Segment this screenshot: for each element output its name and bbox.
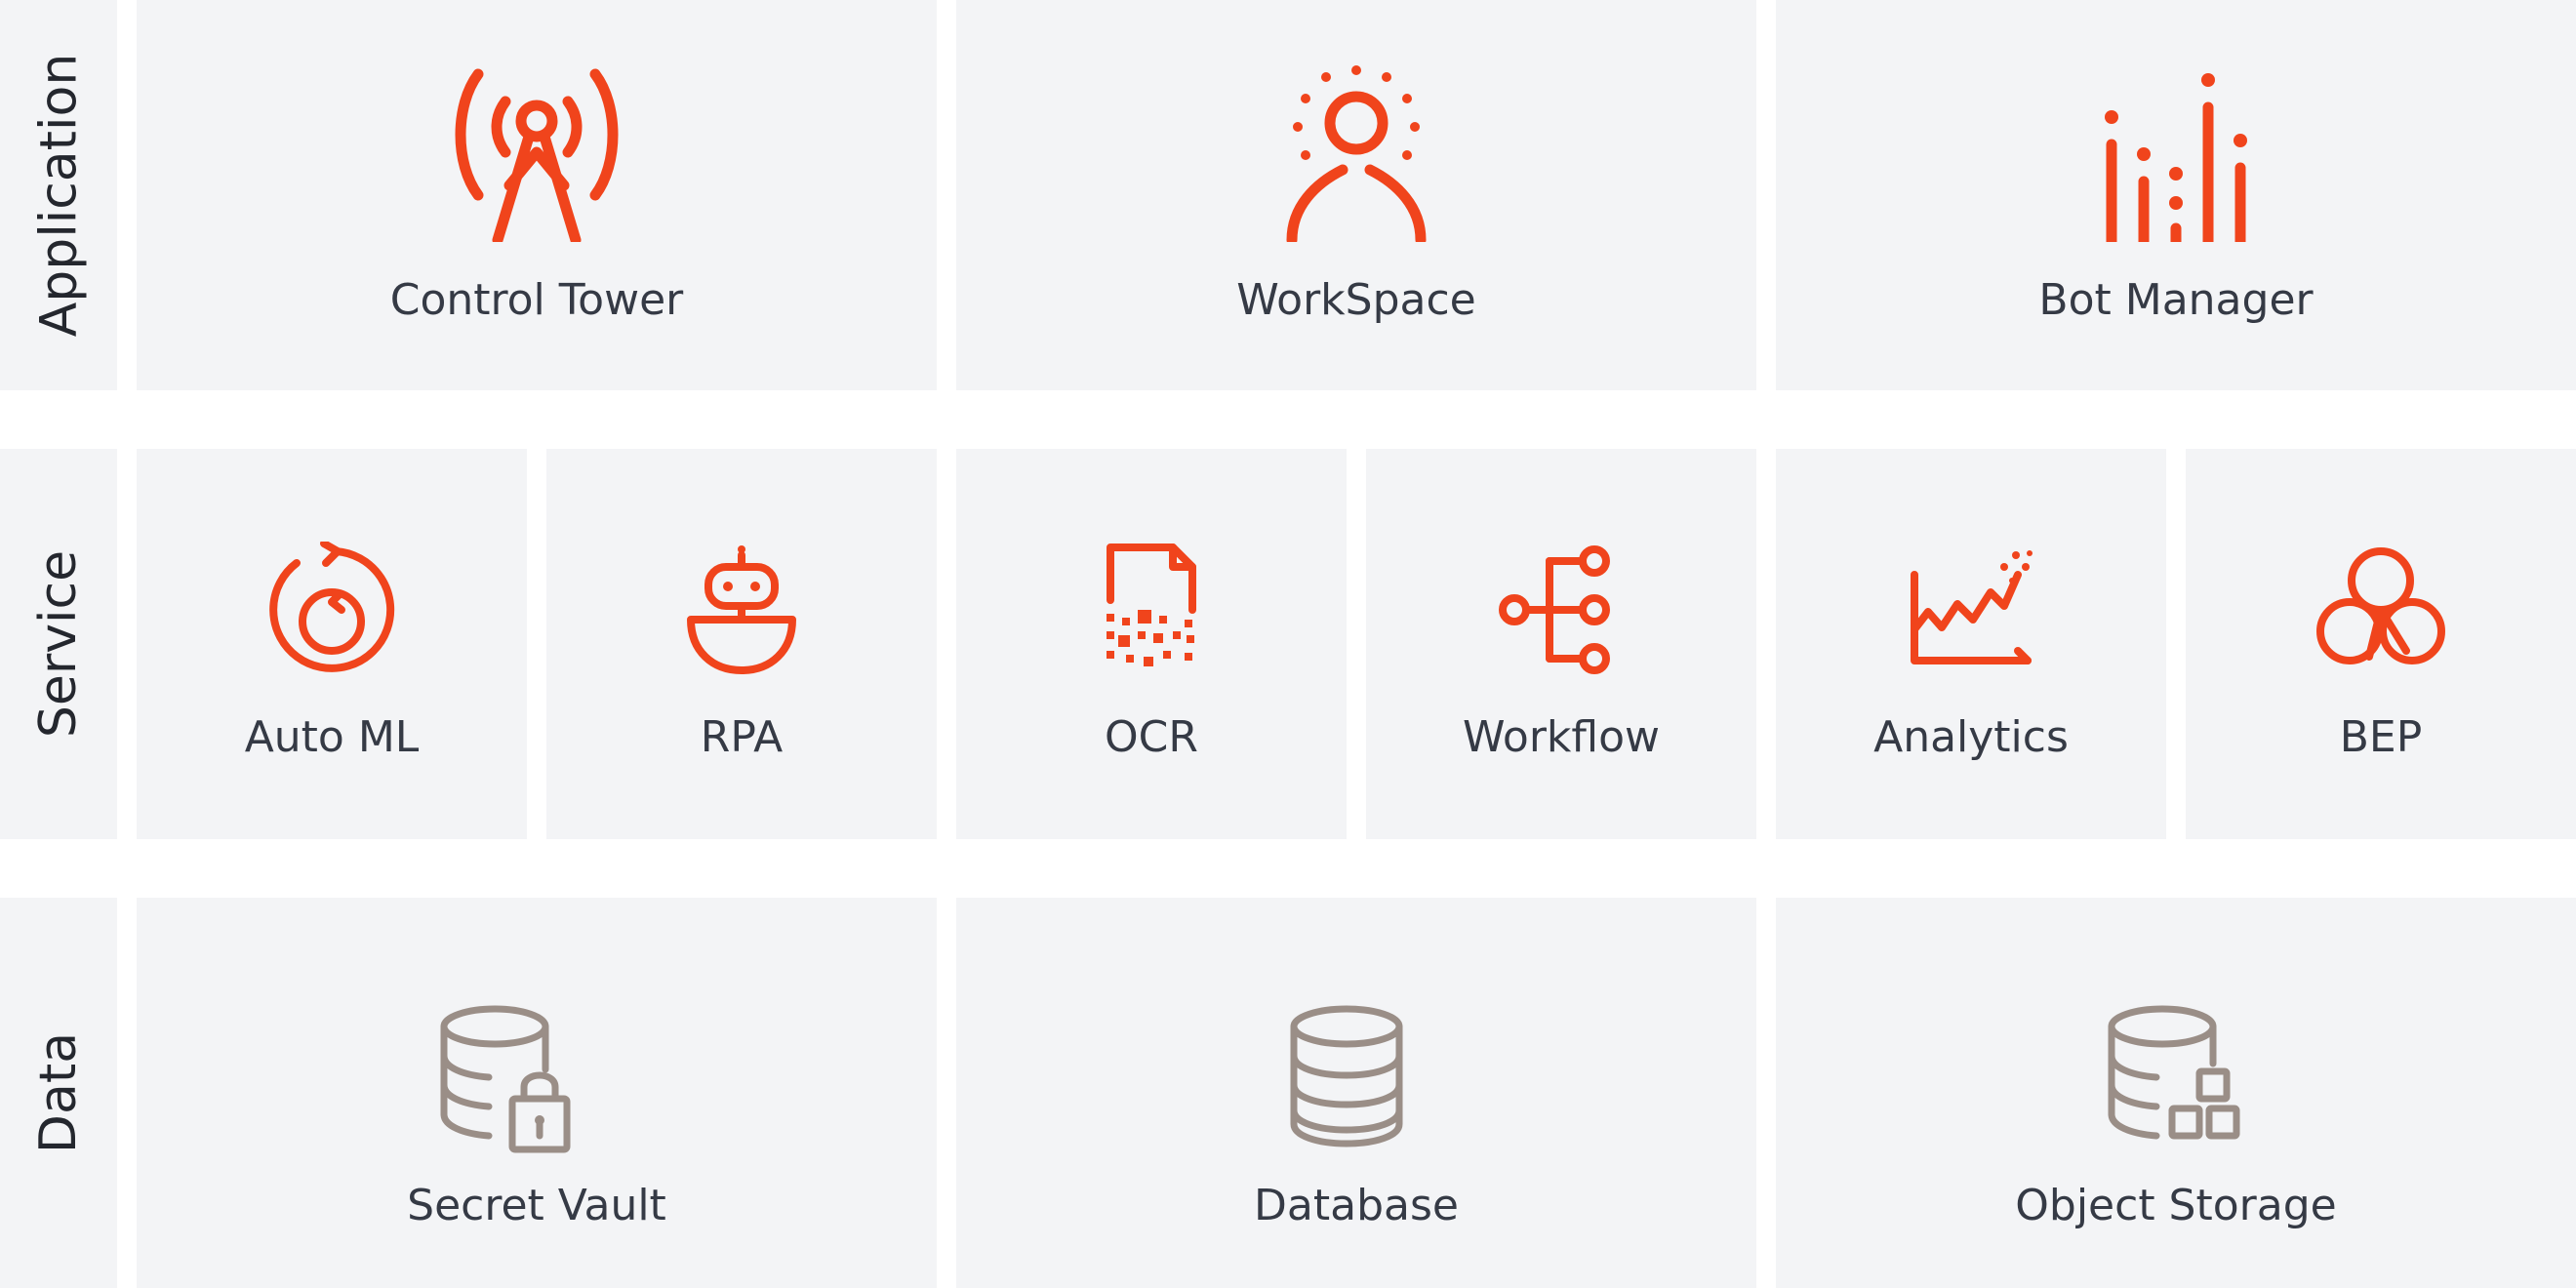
tile-label: BEP [2339,712,2423,762]
tile-label: Object Storage [2015,1181,2337,1230]
tile-label: Database [1254,1181,1459,1230]
tile-rpa[interactable]: RPA [546,449,937,839]
row-label-application: Application [0,0,117,390]
tile-label: Workflow [1462,712,1661,762]
tile-bot-manager[interactable]: Bot Manager [1776,0,2576,390]
tile-bep[interactable]: BEP [2186,449,2576,839]
tile-object-storage[interactable]: Object Storage [1776,898,2576,1288]
database-lock-icon [440,1005,571,1153]
tile-database[interactable]: Database [956,898,1756,1288]
tile-control-tower[interactable]: Control Tower [137,0,937,390]
robot-icon [687,545,796,674]
database-icon [1290,1005,1403,1147]
tile-label: Bot Manager [2038,275,2314,325]
tile-workflow[interactable]: Workflow [1366,449,1756,839]
tile-label: Auto ML [244,712,420,762]
tile-secret-vault[interactable]: Secret Vault [137,898,937,1288]
tile-label: RPA [700,712,784,762]
tile-workspace[interactable]: WorkSpace [956,0,1756,390]
tile-label: Control Tower [389,275,684,325]
tile-label: WorkSpace [1236,275,1476,325]
database-boxes-icon [2108,1005,2240,1140]
tile-label: Secret Vault [407,1181,666,1230]
row-label-service-text: Service [29,549,88,739]
row-label-data: Data [0,898,117,1288]
tile-analytics[interactable]: Analytics [1776,449,2166,839]
tile-auto-ml[interactable]: Auto ML [137,449,527,839]
row-label-application-text: Application [29,53,89,338]
line-chart-sparkle-icon [1911,550,2033,664]
person-radiating-icon [1286,65,1427,242]
row-label-data-text: Data [29,1031,89,1154]
clover-icon [2316,547,2445,664]
circular-refresh-icon [269,542,395,672]
bar-dots-icon [2105,73,2247,242]
antenna-tower-icon [455,68,619,242]
tile-label: OCR [1105,712,1198,762]
document-scan-icon [1107,543,1196,666]
tile-label: Analytics [1873,712,2069,762]
row-label-service: Service [0,449,117,839]
workflow-nodes-icon [1499,545,1610,674]
tile-ocr[interactable]: OCR [956,449,1347,839]
